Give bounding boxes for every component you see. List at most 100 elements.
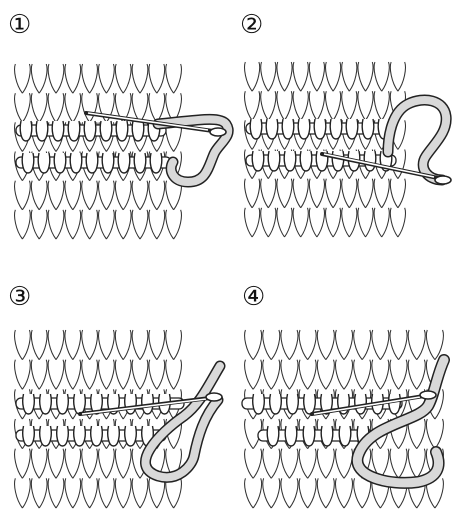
knit-stitch: [149, 64, 165, 93]
stitch-loop: [108, 426, 120, 446]
knit-stitch: [326, 179, 341, 208]
stitch-loop: [91, 426, 103, 446]
knit-stitch: [263, 449, 280, 479]
knit-stitch: [390, 208, 405, 237]
knit-stitch: [99, 210, 115, 239]
stitch-loop: [303, 426, 315, 446]
knit-stitch: [299, 330, 316, 360]
knit-stitch: [408, 449, 425, 479]
knit-stitch: [149, 181, 165, 210]
knit-stitch: [299, 478, 316, 508]
knit-stitch: [15, 64, 31, 93]
knit-stitch: [48, 181, 64, 210]
knit-stitch: [317, 330, 334, 360]
knit-stitch: [309, 208, 324, 237]
knit-stitch: [426, 419, 443, 449]
stitch-loop: [38, 153, 50, 173]
knit-stitch: [149, 360, 165, 390]
stitch-loop: [284, 151, 296, 171]
stitch-loop: [346, 119, 358, 139]
knit-stitch: [48, 478, 64, 508]
knit-stitch: [354, 360, 371, 390]
stitch-loop: [125, 394, 137, 414]
stitch-loop: [282, 119, 294, 139]
stitch-loop: [86, 153, 98, 173]
needle-eye: [435, 176, 451, 184]
knit-stitch: [309, 91, 324, 120]
stitch-loop: [70, 153, 82, 173]
knit-stitch: [15, 360, 31, 390]
step-4-number: ④: [242, 284, 265, 310]
knit-stitch: [336, 330, 353, 360]
knit-stitch: [309, 62, 324, 91]
knit-stitch: [48, 210, 64, 239]
knit-stitch: [245, 62, 260, 91]
knit-stitch: [390, 360, 407, 390]
stitch-loop: [40, 394, 52, 414]
knit-stitch: [261, 62, 276, 91]
knit-stitch: [390, 330, 407, 360]
knit-stitch: [149, 478, 165, 508]
knit-stitch: [132, 210, 148, 239]
knit-stitch: [132, 478, 148, 508]
stitch-loop: [362, 119, 374, 139]
knit-stitch: [132, 64, 148, 93]
knit-stitch: [374, 179, 389, 208]
knit-stitch: [281, 449, 298, 479]
knit-stitch: [132, 181, 148, 210]
step-2-illustration: [238, 56, 460, 242]
stitch-loop: [100, 121, 112, 141]
step-2-panel: [238, 56, 460, 242]
stitch-loop: [118, 153, 130, 173]
knit-stitch: [99, 449, 115, 479]
stitch-loop: [57, 394, 69, 414]
knit-stitch: [293, 179, 308, 208]
knit-stitch: [408, 330, 425, 360]
knit-stitch: [342, 208, 357, 237]
knit-stitch: [65, 449, 81, 479]
knit-stitch: [354, 330, 371, 360]
knit-stitch: [82, 360, 98, 390]
knit-stitch: [15, 210, 31, 239]
knit-stitch: [99, 478, 115, 508]
stitch-loop: [57, 426, 69, 446]
yarn: [145, 366, 220, 477]
knit-stitch: [48, 360, 64, 390]
knit-stitch: [99, 181, 115, 210]
knit-stitch: [48, 449, 64, 479]
knit-stitch: [293, 91, 308, 120]
knit-stitch: [15, 181, 31, 210]
knit-stitch: [277, 179, 292, 208]
knit-stitch: [149, 330, 165, 360]
knit-stitch: [82, 64, 98, 93]
knit-stitch: [245, 330, 262, 360]
knit-stitch: [166, 210, 182, 239]
knit-stitch: [115, 181, 131, 210]
knit-stitch: [15, 330, 31, 360]
knit-stitch: [149, 210, 165, 239]
knit-stitch: [115, 449, 131, 479]
knit-stitch: [293, 208, 308, 237]
step-1-panel: [8, 58, 234, 244]
knit-stitch: [82, 478, 98, 508]
knit-stitch: [245, 449, 262, 479]
stitch-loop: [23, 426, 35, 446]
stitch-loop: [84, 121, 96, 141]
knit-fabric: [245, 62, 406, 237]
knit-stitch: [15, 93, 31, 122]
knit-stitch: [390, 62, 405, 91]
knit-stitch: [115, 330, 131, 360]
knit-stitch: [132, 360, 148, 390]
knit-stitch: [358, 179, 373, 208]
knit-stitch: [65, 478, 81, 508]
knit-stitch: [166, 64, 182, 93]
step-4-panel: [238, 326, 460, 512]
knit-stitch: [261, 91, 276, 120]
knit-stitch: [15, 449, 31, 479]
knit-stitch: [299, 360, 316, 390]
stitch-loop: [74, 394, 86, 414]
knit-stitch: [326, 62, 341, 91]
knit-stitch: [115, 64, 131, 93]
knit-stitch: [277, 208, 292, 237]
knit-stitch: [99, 360, 115, 390]
